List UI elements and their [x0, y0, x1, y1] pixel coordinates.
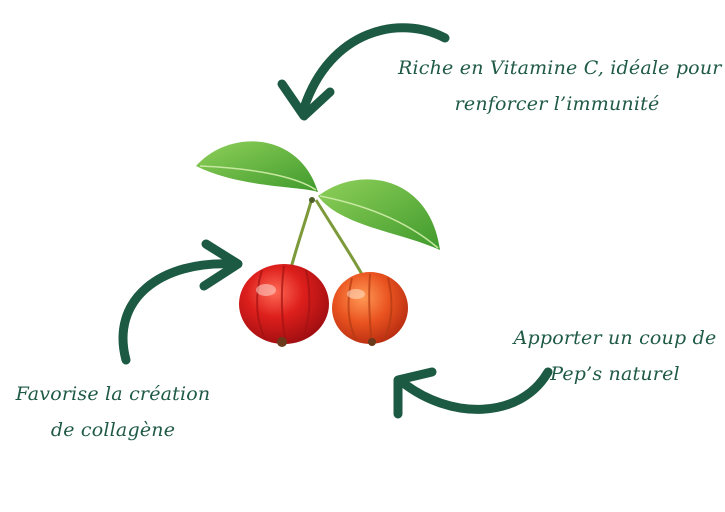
caption-line: Favorise la création — [15, 383, 211, 405]
caption-peps: Apporter un coup de Pep’s naturel — [512, 320, 718, 392]
caption-line: renforcer l’immunité — [454, 93, 660, 115]
acerola-cherry-illustration — [191, 136, 445, 351]
curved-arrow-icon — [277, 23, 450, 121]
curved-arrow-icon — [118, 239, 243, 365]
curved-arrow-icon — [393, 367, 553, 419]
caption-line: Pep’s naturel — [550, 363, 680, 385]
caption-vitamin-c: Riche en Vitamine C, idéale pour renforc… — [398, 50, 722, 122]
caption-line: Riche en Vitamine C, idéale pour — [398, 57, 722, 79]
caption-collagen: Favorise la création de collagène — [8, 376, 218, 448]
caption-line: Apporter un coup de — [513, 327, 717, 349]
caption-line: de collagène — [50, 419, 176, 441]
